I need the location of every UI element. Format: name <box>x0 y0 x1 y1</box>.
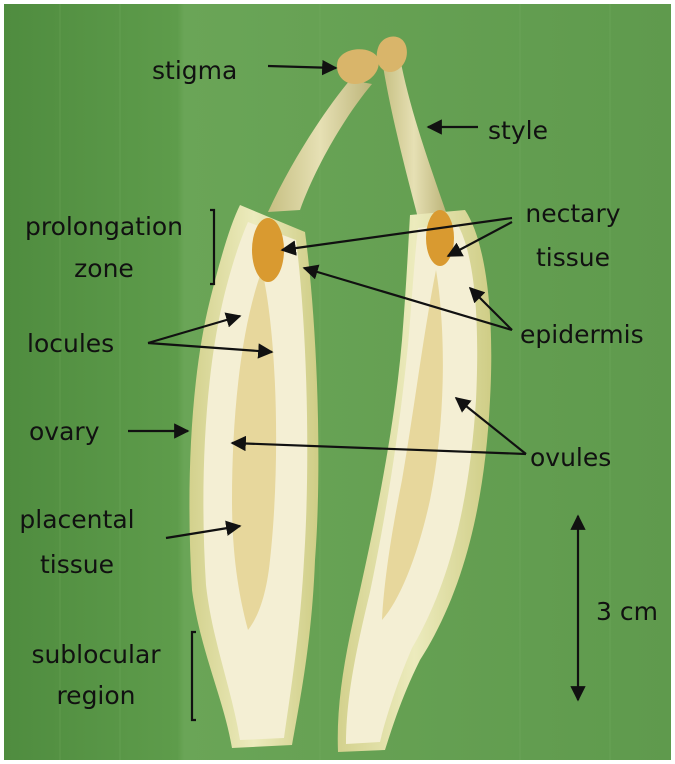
label-sublocular-region-line1: sublocular <box>31 640 161 669</box>
label-stigma: stigma <box>152 56 237 85</box>
label-style: style <box>488 116 548 145</box>
label-nectary-tissue-line2: tissue <box>536 243 610 272</box>
label-placental-tissue-line2: tissue <box>40 550 114 579</box>
label-epidermis: epidermis <box>520 320 644 349</box>
label-placental-tissue-line1: placental <box>19 505 134 534</box>
label-prolongation-zone-line2: zone <box>74 254 134 283</box>
label-prolongation-zone-line1: prolongation <box>25 212 183 241</box>
label-ovules: ovules <box>530 443 611 472</box>
label-ovary: ovary <box>29 417 100 446</box>
label-nectary-tissue-line1: nectary <box>525 199 620 228</box>
left-nectary <box>252 218 284 282</box>
label-sublocular-region-line2: region <box>56 681 135 710</box>
label-scale-bar: 3 cm <box>596 597 658 626</box>
label-locules: locules <box>27 329 114 358</box>
right-nectary <box>426 210 454 266</box>
